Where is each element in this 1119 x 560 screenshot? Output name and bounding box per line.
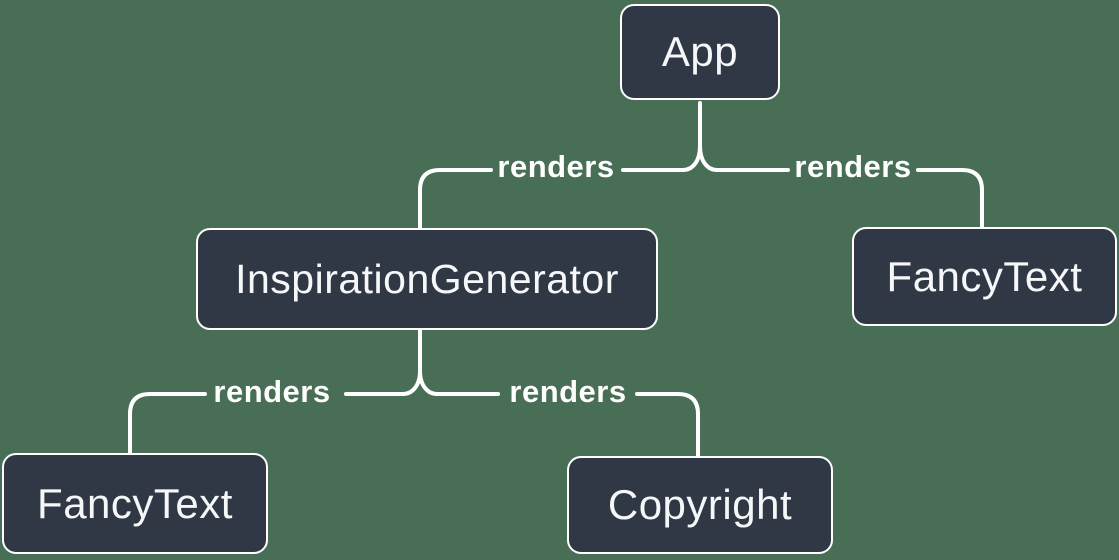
edge-app-to-fancytext-b xyxy=(916,168,984,229)
edge-ig-to-fancytext-b xyxy=(128,392,207,455)
edge-app-to-inspirationgenerator-a xyxy=(621,101,702,172)
edge-label-app-fancytext: renders xyxy=(794,149,912,184)
node-fancy-text-right: FancyText xyxy=(852,227,1117,326)
edge-label-app-inspirationgenerator: renders xyxy=(497,149,615,184)
edge-app-to-fancytext-a xyxy=(698,144,790,172)
edge-ig-to-copyright-b xyxy=(635,392,700,458)
node-copyright: Copyright xyxy=(567,456,833,554)
node-app: App xyxy=(620,4,780,100)
edge-label-inspirationgenerator-fancytext: renders xyxy=(213,374,331,409)
node-inspiration-generator: InspirationGenerator xyxy=(196,228,658,330)
node-fancy-text-left: FancyText xyxy=(2,453,268,554)
edge-app-to-inspirationgenerator-b xyxy=(418,168,493,230)
edge-ig-to-fancytext-a xyxy=(344,328,422,396)
edge-ig-to-copyright-a xyxy=(418,369,500,396)
edge-label-inspirationgenerator-copyright: renders xyxy=(509,374,627,409)
